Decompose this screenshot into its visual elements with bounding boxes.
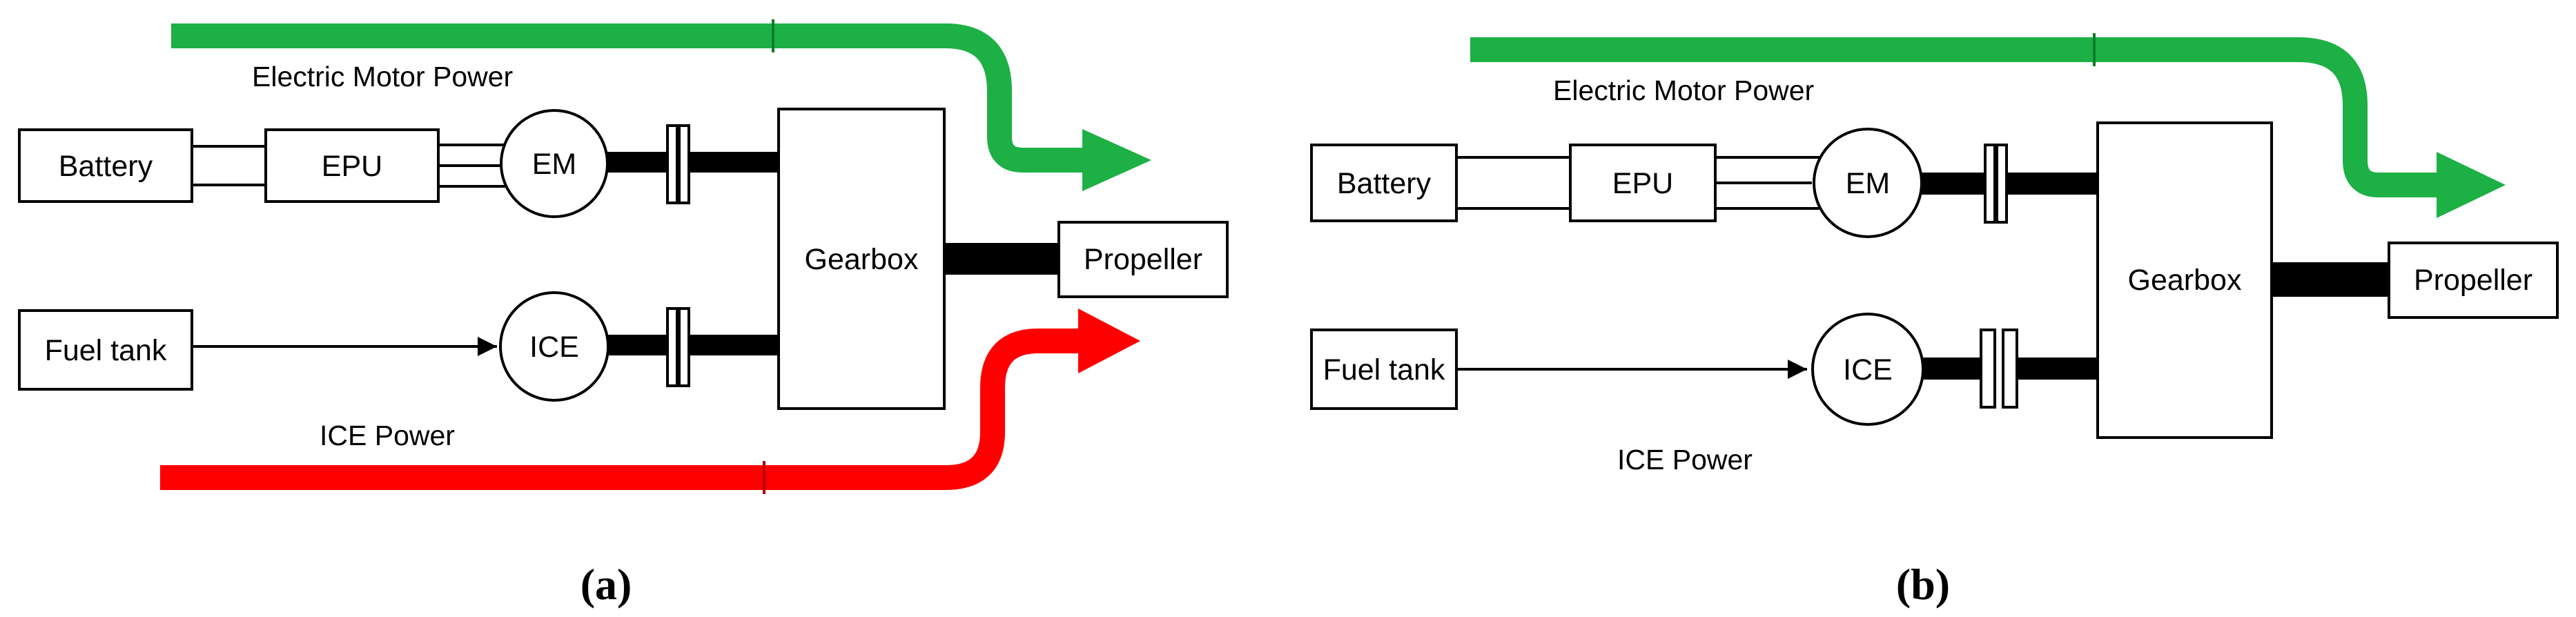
- em-shaft-b: [1922, 173, 2098, 195]
- battery-label-b: Battery: [1337, 167, 1432, 200]
- propeller-box-a: [1057, 221, 1229, 298]
- epu-label-b: EPU: [1612, 167, 1673, 200]
- battery-label-a: Battery: [59, 150, 153, 183]
- electric-power-flow-b: [1470, 33, 2506, 218]
- fuel-tank-label-a: Fuel tank: [45, 334, 167, 367]
- output-shaft-b: [2272, 262, 2389, 297]
- em-clutch-left-a: [666, 124, 679, 204]
- gearbox-box-a: [777, 108, 946, 410]
- electric-flow-label-b: Electric Motor Power: [1553, 75, 1814, 106]
- em-label-a: EM: [532, 148, 577, 181]
- propeller-box-b: [2388, 242, 2559, 319]
- em-clutch-right-a: [678, 124, 690, 204]
- panel-label-b: (b): [1896, 560, 1950, 609]
- ice-clutch-right-b: [2002, 329, 2018, 409]
- fuel-tank-label-b: Fuel tank: [1323, 353, 1445, 386]
- electric-power-flow-a: [171, 19, 1151, 191]
- ice-clutch-left-a: [666, 307, 679, 387]
- battery-box-b: [1310, 144, 1458, 222]
- ice-shaft-output-b: [2017, 358, 2098, 380]
- ice-clutch-right-a: [678, 307, 690, 387]
- ice-shaft-b: [1923, 358, 1981, 380]
- battery-box-a: [18, 128, 193, 203]
- em-label-b: EM: [1846, 167, 1891, 200]
- output-shaft-a: [944, 243, 1059, 275]
- electric-flow-label-a: Electric Motor Power: [252, 61, 513, 92]
- em-clutch-left-b: [1984, 144, 1996, 224]
- ice-flow-label-a: ICE Power: [320, 420, 455, 451]
- ice-power-flow-a: [160, 308, 1140, 494]
- em-clutch-right-b: [1996, 144, 2008, 224]
- ice-clutch-left-b: [1980, 329, 1996, 409]
- gearbox-label-a: Gearbox: [805, 243, 919, 276]
- ice-label-a: ICE: [529, 331, 579, 364]
- ice-label-b: ICE: [1843, 353, 1893, 386]
- panel-b: Electric Motor Power ICE Power Battery E…: [1310, 33, 2559, 609]
- panel-a: Electric Motor Power ICE Power Battery E…: [18, 19, 1229, 609]
- propeller-label-a: Propeller: [1084, 243, 1202, 276]
- gearbox-label-b: Gearbox: [2128, 264, 2242, 297]
- epu-box-b: [1569, 144, 1717, 222]
- panel-label-a: (a): [580, 560, 632, 609]
- gearbox-box-b: [2096, 121, 2273, 439]
- propeller-label-b: Propeller: [2414, 264, 2533, 297]
- epu-box-a: [264, 128, 440, 203]
- epu-label-a: EPU: [322, 150, 382, 183]
- fuel-tank-box-a: [18, 309, 193, 391]
- ice-flow-label-b: ICE Power: [1617, 444, 1753, 476]
